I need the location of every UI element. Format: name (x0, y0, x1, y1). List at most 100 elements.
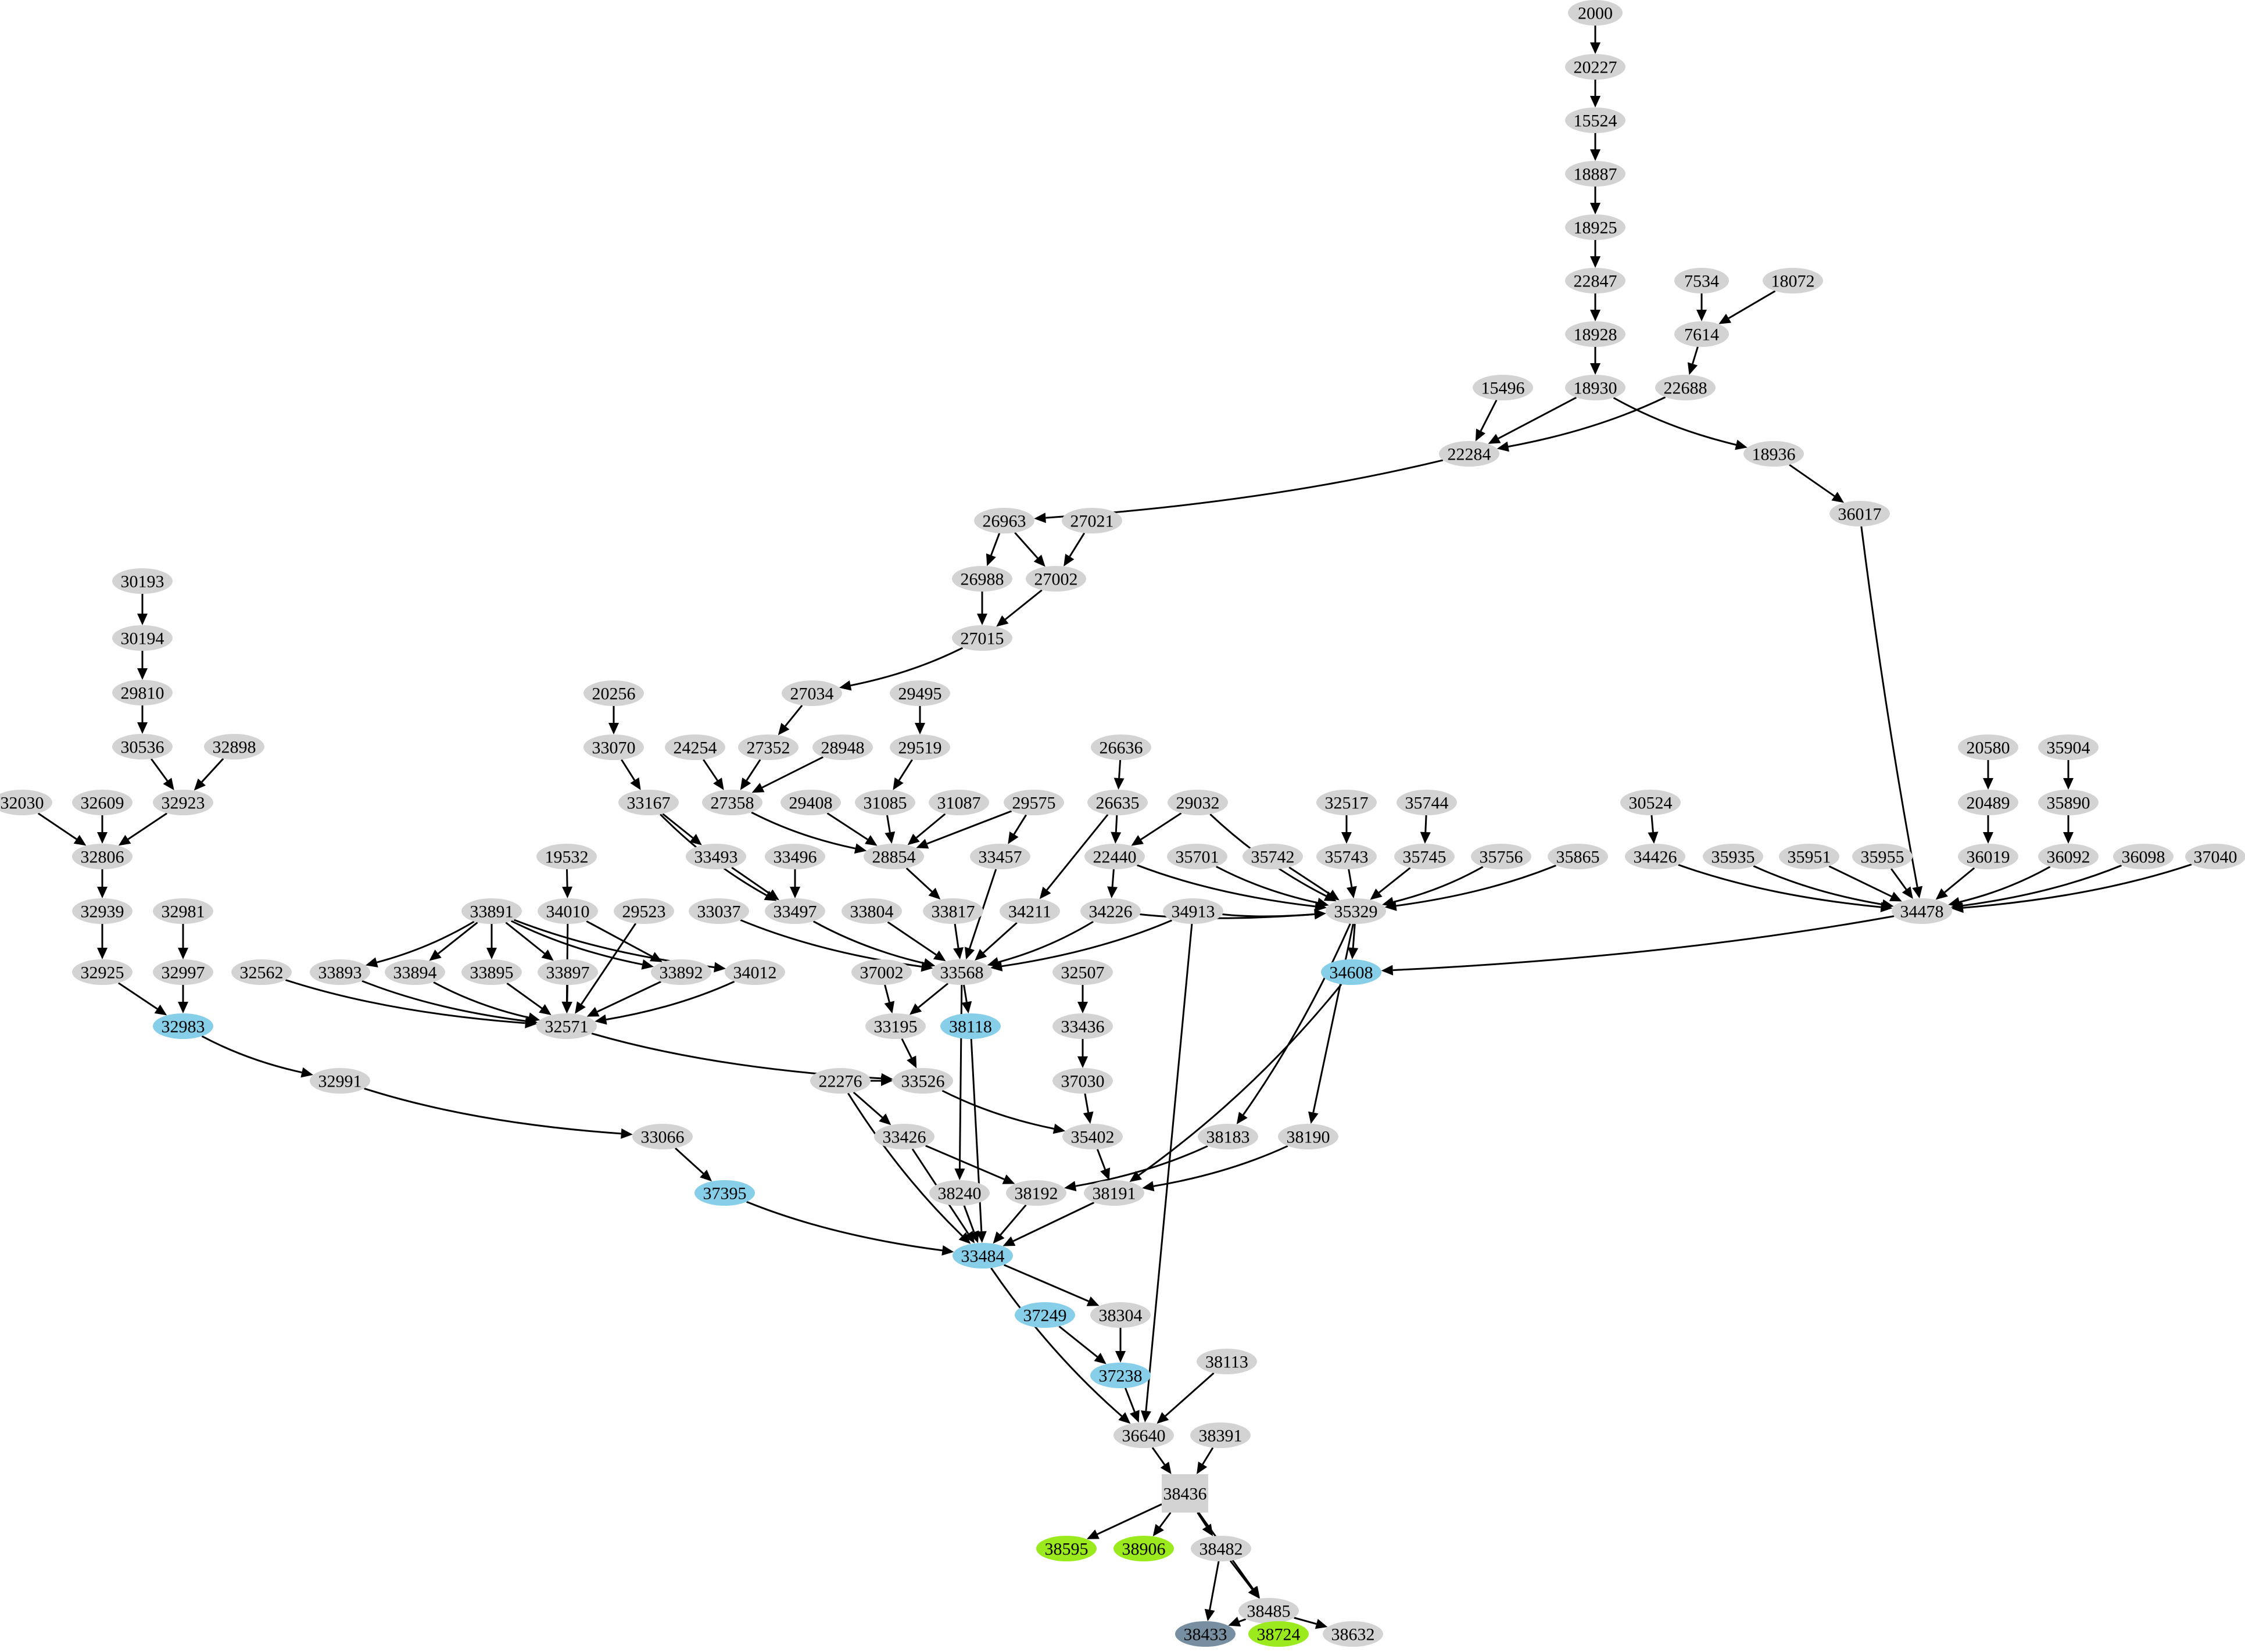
dag-node-ellipse[interactable] (765, 898, 825, 924)
dag-node-ellipse[interactable] (461, 959, 522, 985)
dag-node-ellipse[interactable] (1326, 898, 1386, 924)
dag-node[interactable]: 7534 (1674, 268, 1729, 293)
dag-node[interactable]: 29810 (112, 680, 173, 705)
dag-node-ellipse[interactable] (1036, 1536, 1097, 1561)
dag-node-ellipse[interactable] (1852, 844, 1913, 869)
dag-node-ellipse[interactable] (153, 1013, 213, 1039)
dag-node[interactable]: 32939 (72, 898, 133, 924)
dag-node-ellipse[interactable] (1958, 790, 2018, 815)
dag-node-ellipse[interactable] (1674, 268, 1729, 293)
dag-node[interactable]: 33526 (893, 1068, 953, 1094)
dag-node[interactable]: 32571 (536, 1013, 597, 1039)
dag-node[interactable]: 32991 (310, 1068, 370, 1094)
dag-node-ellipse[interactable] (874, 1124, 934, 1149)
dag-node[interactable]: 37249 (1015, 1302, 1075, 1328)
dag-node-ellipse[interactable] (893, 1068, 953, 1094)
dag-node[interactable]: 33893 (310, 959, 370, 985)
dag-node[interactable]: 30524 (1620, 790, 1681, 815)
dag-node-ellipse[interactable] (2038, 844, 2099, 869)
dag-node-ellipse[interactable] (1190, 1422, 1251, 1448)
dag-node[interactable]: 33894 (385, 959, 445, 985)
dag-node[interactable]: 38724 (1248, 1621, 1309, 1647)
dag-node[interactable]: 36098 (2113, 844, 2174, 869)
dag-node[interactable]: 30194 (112, 625, 173, 651)
dag-node-ellipse[interactable] (1394, 844, 1455, 869)
dag-node-ellipse[interactable] (923, 898, 983, 924)
dag-node[interactable]: 38433 (1175, 1621, 1236, 1647)
dag-node-ellipse[interactable] (2185, 844, 2245, 869)
dag-node[interactable]: 31087 (929, 790, 989, 815)
dag-node-ellipse[interactable] (1090, 1302, 1151, 1328)
dag-node[interactable]: 29523 (614, 898, 674, 924)
dag-node-ellipse[interactable] (112, 680, 173, 705)
dag-node-ellipse[interactable] (1323, 1621, 1383, 1647)
dag-node-ellipse[interactable] (812, 734, 873, 760)
dag-node-ellipse[interactable] (686, 844, 746, 869)
dag-node[interactable]: 33891 (461, 898, 522, 924)
dag-node-ellipse[interactable] (72, 898, 133, 924)
dag-node[interactable]: 30536 (112, 734, 173, 759)
dag-node[interactable]: 34426 (1625, 844, 1685, 869)
dag-node-ellipse[interactable] (782, 680, 842, 706)
dag-node-ellipse[interactable] (538, 898, 598, 924)
dag-node-ellipse[interactable] (1958, 844, 2018, 869)
dag-node[interactable]: 38906 (1113, 1536, 1174, 1561)
dag-node-ellipse[interactable] (112, 734, 173, 759)
dag-node-ellipse[interactable] (842, 898, 902, 924)
dag-node-ellipse[interactable] (1084, 1180, 1144, 1206)
dag-node[interactable]: 35904 (2038, 734, 2099, 760)
dag-node[interactable]: 29495 (890, 680, 950, 706)
dag-node[interactable]: 32030 (0, 790, 52, 815)
dag-node[interactable]: 33167 (618, 790, 679, 815)
dag-node-ellipse[interactable] (385, 959, 445, 985)
dag-node[interactable]: 32517 (1316, 790, 1377, 815)
dag-node-ellipse[interactable] (72, 959, 133, 985)
dag-node[interactable]: 38113 (1197, 1349, 1257, 1374)
dag-node[interactable]: 26635 (1087, 790, 1148, 815)
dag-node-ellipse[interactable] (1113, 1536, 1174, 1561)
dag-node-ellipse[interactable] (1113, 1422, 1174, 1448)
dag-node-ellipse[interactable] (1084, 844, 1145, 869)
dag-node[interactable]: 29032 (1168, 790, 1228, 815)
dag-node[interactable]: 33897 (538, 959, 598, 985)
dag-node[interactable]: 33070 (583, 734, 644, 760)
dag-node-ellipse[interactable] (864, 844, 924, 869)
dag-node[interactable]: 24254 (665, 734, 725, 760)
dag-node-ellipse[interactable] (583, 680, 644, 706)
dag-node[interactable]: 22276 (810, 1068, 871, 1094)
dag-node[interactable]: 38595 (1036, 1536, 1097, 1561)
dag-node-ellipse[interactable] (1568, 0, 1623, 26)
dag-node-ellipse[interactable] (2038, 734, 2099, 760)
dag-node-ellipse[interactable] (538, 959, 598, 985)
dag-node[interactable]: 18928 (1565, 321, 1625, 347)
dag-node-ellipse[interactable] (583, 734, 644, 760)
dag-node-ellipse[interactable] (204, 734, 264, 759)
dag-node[interactable]: 15524 (1565, 107, 1625, 133)
dag-node-ellipse[interactable] (614, 898, 674, 924)
dag-node[interactable]: 35402 (1062, 1124, 1123, 1149)
dag-node[interactable]: 20227 (1565, 54, 1625, 80)
dag-node[interactable]: 27034 (782, 680, 842, 706)
dag-node-ellipse[interactable] (890, 734, 950, 760)
dag-node-ellipse[interactable] (810, 1068, 871, 1094)
dag-node-ellipse[interactable] (1779, 844, 1839, 869)
dag-node-ellipse[interactable] (651, 959, 711, 985)
dag-node-ellipse[interactable] (1625, 844, 1685, 869)
dag-node[interactable]: 27021 (1062, 508, 1122, 533)
dag-node-ellipse[interactable] (2113, 844, 2174, 869)
dag-node-ellipse[interactable] (851, 959, 912, 985)
dag-node-ellipse[interactable] (536, 844, 597, 869)
dag-node[interactable]: 38485 (1238, 1598, 1299, 1624)
dag-node-ellipse[interactable] (1243, 844, 1303, 869)
dag-node-ellipse[interactable] (461, 898, 522, 924)
dag-node-ellipse[interactable] (1026, 566, 1086, 592)
dag-node[interactable]: 27358 (702, 790, 762, 815)
dag-node-ellipse[interactable] (1197, 1349, 1257, 1374)
dag-node-ellipse[interactable] (112, 568, 173, 594)
dag-node[interactable]: 31085 (855, 790, 915, 815)
dag-node-ellipse[interactable] (1278, 1124, 1338, 1149)
dag-node-ellipse[interactable] (1004, 790, 1064, 815)
dag-node[interactable]: 26636 (1091, 734, 1151, 760)
dag-node[interactable]: 34478 (1892, 898, 1952, 924)
dag-node-ellipse[interactable] (929, 1180, 990, 1206)
